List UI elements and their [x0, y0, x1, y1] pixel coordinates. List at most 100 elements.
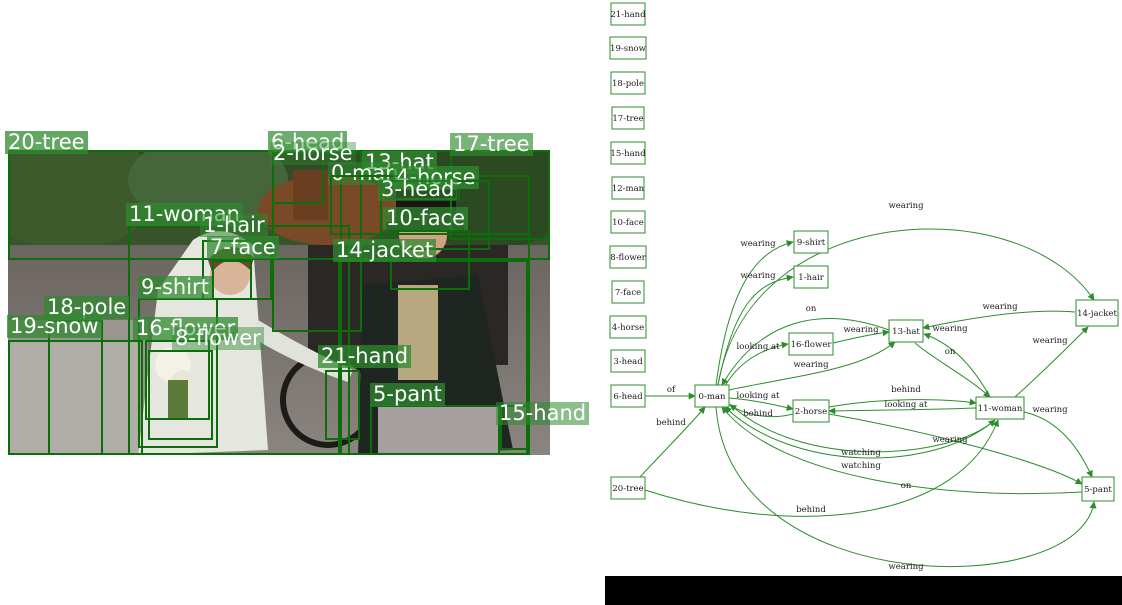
- graph-node-box: [609, 245, 647, 269]
- graph-edge-label: looking at: [885, 400, 929, 410]
- graph-edge-label: wearing: [888, 562, 924, 572]
- graph-node-7-face: 7-face: [611, 280, 645, 304]
- graph-node-box: [610, 384, 646, 408]
- graph-node-label: 9-shirt: [797, 238, 826, 248]
- graph-edge-line: [644, 419, 1000, 517]
- graph-node-18-pole: 18-pole: [610, 71, 646, 95]
- graph-edge-woman_jacket: wearing: [1014, 326, 1089, 398]
- graph-node-1-hair: 1-hair: [793, 265, 829, 289]
- graph-edge-label: looking at: [737, 342, 781, 352]
- graph-edge-label: wearing: [843, 325, 879, 335]
- graph-edge-man_hair: wearing: [717, 271, 794, 386]
- graph-node-label: 15-hand: [610, 149, 646, 159]
- graph-node-box: [609, 315, 647, 339]
- graph-edge-line: [828, 398, 977, 408]
- graph-node-box: [793, 230, 829, 254]
- graph-edge-man_flower: looking at: [724, 341, 789, 387]
- graph-node-label: 5-pant: [1084, 485, 1112, 495]
- graph-node-box: [975, 396, 1025, 420]
- graph-edge-jacket_hat: wearing: [922, 302, 1076, 331]
- graph-node-box: [610, 2, 646, 26]
- graph-edge-line: [832, 329, 890, 344]
- graph-edge-label: on: [945, 347, 956, 357]
- graph-node-box: [611, 106, 645, 130]
- graph-node-label: 18-pole: [612, 79, 644, 89]
- graph-edge-tree_woman: behind: [644, 419, 1000, 517]
- graph-edge-line: [1023, 411, 1093, 478]
- graph-edge-label: wearing: [793, 360, 829, 370]
- graph-edge-line: [922, 310, 1076, 331]
- graph-edge-line: [1014, 326, 1089, 398]
- graph-edge-line: [715, 240, 794, 386]
- graph-node-13-hat: 13-hat: [888, 319, 924, 343]
- graph-node-box: [792, 399, 830, 423]
- graph-edge-woman_man_watch2: watching: [724, 406, 996, 471]
- graph-node-10-face: 10-face: [610, 210, 646, 234]
- graph-node-box: [611, 280, 645, 304]
- graph-edge-tree_man: behind: [639, 406, 706, 478]
- graph-node-label: 13-hat: [892, 327, 920, 337]
- graph-node-16-flower: 16-flower: [788, 332, 834, 356]
- graph-node-label: 19-snow: [610, 44, 647, 54]
- graph-edge-hat_woman: on: [914, 342, 991, 398]
- graph-node-label: 1-hair: [798, 273, 825, 283]
- graph-edge-line: [728, 341, 896, 391]
- graph-edge-man_jacket: wearing: [717, 201, 1095, 386]
- graph-edge-hat_man: on: [721, 304, 890, 386]
- graph-edge-label: behind: [743, 409, 773, 419]
- graph-edge-label: wearing: [932, 435, 968, 445]
- graph-node-15-hand: 15-hand: [610, 141, 646, 165]
- graph-node-0-man: 0-man: [694, 384, 730, 408]
- graph-node-label: 17-tree: [612, 114, 643, 124]
- graph-node-box: [610, 210, 646, 234]
- graph-node-box: [888, 319, 924, 343]
- graph-node-label: 20-tree: [612, 484, 643, 494]
- graph-edge-line: [717, 228, 1095, 386]
- graph-edge-man_horse: looking at: [728, 391, 794, 412]
- graph-node-box: [788, 332, 834, 356]
- graph-edge-line: [724, 406, 996, 459]
- graph-node-6-head: 6-head: [610, 384, 646, 408]
- graph-edge-line: [914, 342, 991, 398]
- graph-edge-woman_hat: wearing: [923, 324, 991, 398]
- graph-node-label: 3-head: [613, 357, 643, 367]
- graph-node-label: 4-horse: [612, 323, 644, 333]
- graph-node-label: 10-face: [612, 218, 644, 228]
- graph-node-box: [793, 265, 829, 289]
- graph-node-box: [1075, 299, 1119, 327]
- graph-edge-label: wearing: [888, 201, 924, 211]
- graph-node-box: [610, 476, 646, 500]
- graph-edge-head_man: of: [645, 385, 696, 400]
- scene-photo: [8, 150, 550, 455]
- graph-node-14-jacket: 14-jacket: [1075, 299, 1119, 327]
- graph-edge-label: behind: [656, 418, 686, 428]
- graph-edge-line: [729, 403, 996, 453]
- graph-edge-line: [717, 274, 794, 386]
- graph-edge-label: of: [667, 385, 676, 395]
- graph-edge-label: wearing: [1032, 336, 1068, 346]
- graph-edge-label: behind: [796, 505, 826, 515]
- graph-edge-line: [724, 341, 789, 387]
- graph-node-box: [1081, 476, 1115, 502]
- graph-node-label: 12-man: [612, 184, 645, 194]
- graph-edge-woman_pant: wearing: [1023, 405, 1093, 478]
- graph-edge-line: [721, 406, 1083, 495]
- graph-edge-label: watching: [841, 448, 881, 458]
- graph-nodes: 21-hand 19-snow 18-pole 17-tree 15-hand 12-ma…: [609, 2, 1119, 502]
- graph-node-box: [611, 176, 645, 200]
- graph-node-20-tree: 20-tree: [610, 476, 646, 500]
- graph-node-21-hand: 21-hand: [610, 2, 646, 26]
- graph-node-label: 2-horse: [795, 407, 827, 417]
- graph-edge-man_pant: wearing: [715, 406, 1097, 572]
- graph-node-box: [694, 384, 730, 408]
- graph-edge-horse_pant: wearing: [828, 413, 1083, 485]
- graph-node-box: [610, 349, 646, 373]
- graph-node-label: 11-woman: [978, 404, 1023, 414]
- graph-edge-line: [828, 407, 977, 415]
- graph-edge-label: wearing: [740, 239, 776, 249]
- graph-edge-line: [639, 406, 706, 478]
- graph-edge-flower_hat: wearing: [832, 325, 890, 344]
- graph-node-label: 8-flower: [610, 253, 646, 263]
- graph-edge-line: [828, 413, 1083, 485]
